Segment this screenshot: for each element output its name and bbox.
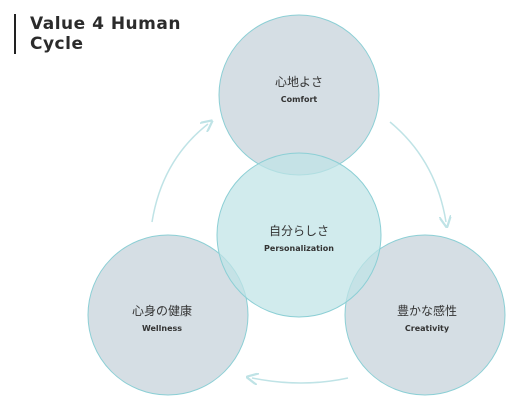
comfort-en-label: Comfort (281, 95, 318, 104)
circle-personalization (216, 152, 382, 318)
personalization-jp-label: 自分らしさ (269, 224, 329, 238)
wellness-en-label: Wellness (142, 324, 182, 333)
arrow-wellness-to-comfort (151, 124, 208, 223)
wellness-jp-label: 心身の健康 (132, 303, 192, 318)
circle-creativity (344, 234, 506, 396)
arrow-comfort-to-creativity (389, 121, 446, 222)
comfort-jp-label: 心地よさ (275, 75, 323, 89)
creativity-en-label: Creativity (405, 324, 450, 333)
title-line-1: Value 4 Human (30, 14, 181, 34)
title-line-2: Cycle (30, 34, 84, 54)
creativity-jp-label: 豊かな感性 (397, 303, 457, 318)
personalization-en-label: Personalization (264, 244, 334, 253)
arrow-creativity-to-wellness (252, 378, 349, 383)
circle-wellness (87, 234, 249, 396)
diagram-title: Value 4 Human Cycle (14, 14, 181, 54)
